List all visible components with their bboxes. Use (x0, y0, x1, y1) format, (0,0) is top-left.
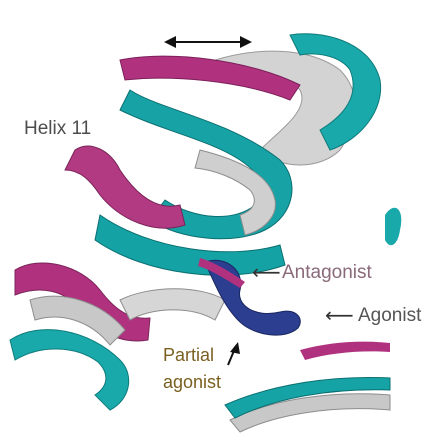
antagonist-label: Antagonist (282, 262, 372, 284)
partial-agonist-label: agonist (163, 372, 221, 393)
agonist-arrow-icon: ⟵ (325, 303, 354, 327)
helix-11-label: Helix 11 (24, 118, 91, 140)
partial-label: Partial (163, 345, 214, 366)
antagonist-arrow-icon: ⟵ (252, 260, 281, 284)
agonist-label: Agonist (358, 305, 421, 327)
